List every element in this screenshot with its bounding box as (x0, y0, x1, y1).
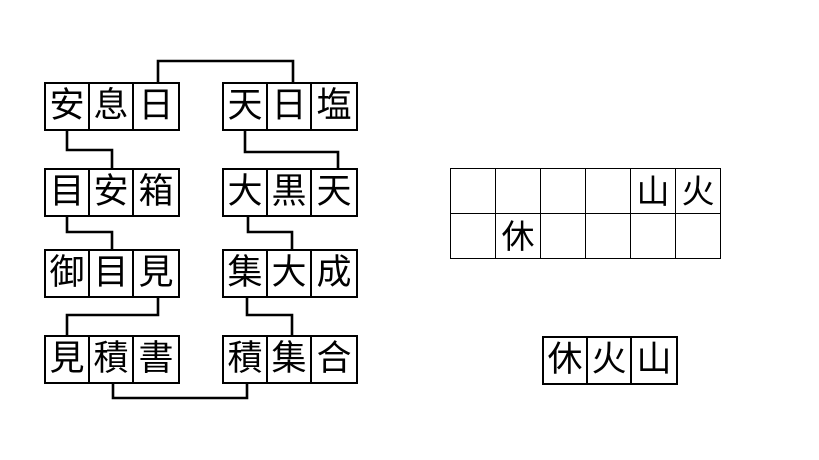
kanji-cell[interactable]: 休 (544, 338, 588, 383)
word-group-shutaisei[interactable]: 集 大 成 (222, 249, 358, 298)
grid-cell[interactable]: 山 (630, 168, 676, 214)
connector-bottom-seki (111, 380, 249, 400)
grid-cell[interactable] (675, 213, 721, 259)
kanji-cell[interactable]: 目 (46, 170, 90, 215)
kanji-cell[interactable]: 集 (224, 251, 268, 296)
grid-cell[interactable] (585, 168, 631, 214)
kanji-cell[interactable]: 集 (268, 337, 312, 382)
kanji-cell[interactable]: 大 (268, 251, 312, 296)
connector-top-hi (156, 59, 295, 82)
grid-cell[interactable] (585, 213, 631, 259)
kanji-cell[interactable]: 積 (224, 337, 268, 382)
kanji-cell[interactable]: 積 (90, 337, 134, 382)
kanji-cell[interactable]: 天 (224, 84, 268, 129)
word-group-mitsumorisho[interactable]: 見 積 書 (44, 335, 180, 384)
grid-row: 休 (450, 213, 721, 259)
word-group-tenpien[interactable]: 天 日 塩 (222, 82, 358, 131)
word-group-omemie[interactable]: 御 目 見 (44, 249, 180, 298)
connector-right-dai (246, 213, 294, 249)
connector-right-shu (245, 294, 294, 335)
grid-cell[interactable] (450, 168, 496, 214)
kanji-cell[interactable]: 箱 (138, 172, 174, 212)
kanji-cell[interactable]: 山 (636, 340, 672, 380)
kanji-cell[interactable]: 見 (46, 337, 90, 382)
kanji-cell[interactable]: 天 (316, 172, 352, 212)
grid-row: 山 火 (450, 168, 721, 214)
connector-left-mi (65, 294, 160, 335)
connector-left-an (65, 127, 114, 168)
kanji-cell[interactable]: 黒 (268, 170, 312, 215)
kanji-cell[interactable]: 日 (268, 84, 312, 129)
kanji-cell[interactable]: 息 (90, 84, 134, 129)
word-group-daikokuten[interactable]: 大 黒 天 (222, 168, 358, 217)
grid-cell[interactable] (630, 213, 676, 259)
kanji-cell[interactable]: 日 (138, 86, 174, 126)
kanji-cell[interactable]: 見 (138, 253, 174, 293)
word-group-meyasubako[interactable]: 目 安 箱 (44, 168, 180, 217)
connector-right-ten (243, 127, 340, 168)
grid-answer-board[interactable]: 山 火 休 (450, 168, 721, 259)
connector-left-me (65, 213, 114, 249)
kanji-cell[interactable]: 合 (316, 339, 352, 379)
grid-cell[interactable]: 火 (675, 168, 721, 214)
kanji-cell[interactable]: 火 (588, 338, 632, 383)
kanji-cell[interactable]: 安 (90, 170, 134, 215)
kanji-cell[interactable]: 書 (138, 339, 174, 379)
kanji-cell[interactable]: 塩 (316, 86, 352, 126)
kanji-cell[interactable]: 目 (90, 251, 134, 296)
grid-cell[interactable] (495, 168, 541, 214)
word-group-ansokubi[interactable]: 安 息 日 (44, 82, 180, 131)
word-group-sekishugo[interactable]: 積 集 合 (222, 335, 358, 384)
grid-cell[interactable] (540, 168, 586, 214)
grid-cell[interactable] (450, 213, 496, 259)
kanji-cell[interactable]: 成 (316, 253, 352, 293)
kanji-cell[interactable]: 御 (46, 251, 90, 296)
kanji-cell[interactable]: 大 (224, 170, 268, 215)
grid-cell[interactable] (540, 213, 586, 259)
word-group-kyukazan[interactable]: 休 火 山 (542, 336, 678, 385)
kanji-cell[interactable]: 安 (46, 84, 90, 129)
grid-cell[interactable]: 休 (495, 213, 541, 259)
